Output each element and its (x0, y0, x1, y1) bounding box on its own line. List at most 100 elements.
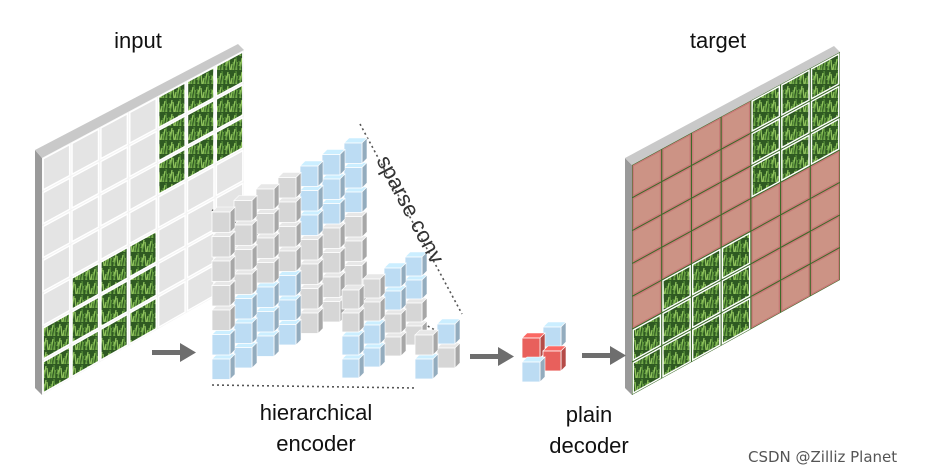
masked-patch (71, 128, 100, 176)
masked-cube (277, 171, 302, 199)
visible-cube (414, 353, 439, 380)
masked-patch (42, 177, 71, 225)
visible-patch (662, 264, 691, 313)
decoder-masked-cube (521, 332, 546, 359)
reconstructed-patch (691, 215, 721, 263)
visible-cube (277, 318, 302, 346)
visible-patch (100, 246, 129, 295)
masked-cube (277, 220, 302, 248)
visible-patch (129, 263, 157, 312)
reconstructed-patch (751, 248, 781, 296)
reconstructed-patch (781, 232, 810, 280)
masked-patch (42, 210, 71, 259)
reconstructed-patch (662, 199, 691, 247)
visible-cube (404, 274, 428, 300)
reconstructed-patch (691, 150, 721, 198)
reconstructed-patch (810, 248, 840, 296)
reconstructed-patch (691, 117, 721, 165)
visible-patch (632, 346, 662, 395)
reconstructed-patch (751, 281, 781, 329)
visible-cube (211, 328, 236, 356)
visible-cube (321, 173, 346, 201)
reconstructed-patch (721, 199, 751, 247)
watermark: CSDN @Zilliz Planet (748, 448, 898, 466)
masked-patch (100, 212, 129, 261)
reconstructed-patch (810, 183, 840, 231)
visible-patch (157, 114, 186, 162)
masked-patch (186, 165, 215, 213)
reconstructed-patch (632, 182, 662, 230)
visible-cube (341, 353, 365, 379)
masked-patch (71, 161, 100, 210)
visible-patch (71, 329, 100, 378)
visible-cube (341, 330, 365, 356)
masked-patch (129, 97, 157, 145)
visible-cube (321, 197, 346, 225)
arrow-encoder-to-decoder (470, 347, 514, 366)
visible-patch (662, 330, 691, 378)
masked-cube (299, 307, 324, 335)
reconstructed-patch (632, 248, 662, 296)
masked-cube (277, 196, 302, 224)
arrow-decoder-to-target (582, 346, 626, 365)
masked-cube (341, 284, 365, 310)
visible-patch (632, 313, 662, 362)
visible-patch (810, 85, 840, 133)
masked-cube (211, 255, 236, 283)
visible-patch (42, 345, 71, 395)
reconstructed-patch (781, 166, 810, 215)
decoder-label-line1: plain (565, 402, 613, 427)
decoder-visible-cube (521, 356, 546, 383)
visible-patch (129, 230, 157, 278)
masked-cube (299, 282, 324, 310)
masked-patch (157, 181, 186, 229)
masked-patch (100, 112, 129, 160)
reconstructed-patch (751, 215, 781, 264)
visible-cube (233, 292, 258, 320)
visible-patch (71, 262, 100, 311)
plain-decoder-cubes (521, 321, 567, 383)
visible-patch (721, 264, 751, 313)
visible-patch (781, 69, 810, 117)
visible-cube (343, 161, 368, 189)
visible-patch (129, 296, 157, 345)
decoder-visible-cube (542, 321, 567, 348)
arrow-input-to-encoder (152, 343, 196, 362)
reconstructed-patch (810, 215, 840, 263)
masked-cube (233, 268, 258, 296)
reconstructed-patch (721, 133, 751, 182)
visible-patch (691, 281, 721, 329)
reconstructed-patch (721, 166, 751, 214)
visible-patch (215, 50, 244, 98)
visible-cube (343, 186, 368, 214)
masked-cube (211, 304, 236, 332)
input-label: input (114, 28, 162, 53)
visible-patch (810, 52, 840, 100)
visible-cube (255, 330, 280, 358)
visible-cube (255, 281, 280, 309)
visible-patch (186, 99, 215, 147)
visible-cube (362, 342, 386, 368)
visible-cube (299, 209, 324, 237)
masked-cube (321, 271, 346, 299)
visible-cube (255, 305, 280, 333)
visible-cube (436, 318, 461, 345)
masked-cube (362, 296, 386, 322)
masked-patch (42, 244, 71, 293)
masked-cube (299, 233, 324, 261)
visible-cube (299, 160, 324, 188)
visible-cube (362, 319, 386, 345)
hierarchical-encoder-cubes (211, 123, 463, 389)
visible-cube (321, 148, 346, 176)
visible-patch (751, 85, 781, 133)
masked-cube (436, 342, 461, 369)
reconstructed-patch (721, 101, 751, 149)
visible-cube (211, 353, 236, 381)
visible-cube (383, 262, 407, 288)
reconstructed-patch (662, 231, 691, 280)
reconstructed-patch (751, 183, 781, 231)
visible-cube (277, 294, 302, 322)
masked-patch (71, 195, 100, 243)
masked-cube (233, 194, 258, 222)
